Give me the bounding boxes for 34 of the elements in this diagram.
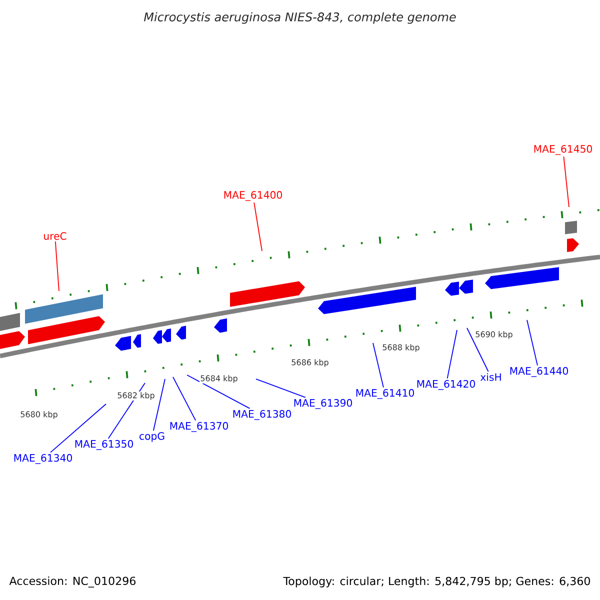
scale-label: 5682 kbp [116, 391, 156, 401]
title: Microcystis aeruginosa NIES-843, complete genome [144, 12, 456, 24]
gene-label: ureC [44, 232, 66, 240]
leader-line [172, 376, 196, 421]
leader-line [254, 202, 262, 252]
leader-line [152, 378, 166, 432]
gene-label: MAE_61340 [14, 454, 72, 464]
gene-label: xisH [480, 373, 501, 381]
gene-label: copG [140, 432, 164, 442]
gene-label: MAE_61380 [233, 410, 291, 420]
scale-label: 5680 kbp [20, 410, 59, 420]
gene-label: MAE_61400 [224, 191, 282, 201]
leader-line [446, 330, 458, 379]
gene-label: MAE_61350 [75, 440, 133, 450]
topology-text: Topology: circular; Length: 5,842,795 bp; Genes: 6,360 [283, 576, 590, 588]
gene-label: MAE_61440 [510, 367, 568, 377]
leader-line [50, 404, 106, 453]
leader-line [466, 328, 489, 372]
accession-text: Accession: NC_010296 [9, 576, 136, 588]
gene-label: MAE_61410 [356, 389, 414, 399]
leader-line [372, 342, 384, 388]
gene-label: MAE_61370 [170, 422, 228, 432]
leader-line [186, 374, 250, 409]
gene-label: MAE_61420 [417, 380, 475, 390]
scale-label: 5684 kbp [200, 374, 239, 384]
leader-line [563, 156, 570, 208]
scale-label: 5688 kbp [382, 343, 421, 353]
leader-line [256, 378, 306, 398]
leader-line [54, 240, 60, 292]
scale-label: 5686 kbp [290, 358, 330, 368]
gene-label: MAE_61450 [534, 145, 592, 155]
gene-label: MAE_61390 [294, 399, 352, 409]
leader-line [526, 320, 538, 366]
scale-label: 5690 kbp [474, 330, 514, 340]
